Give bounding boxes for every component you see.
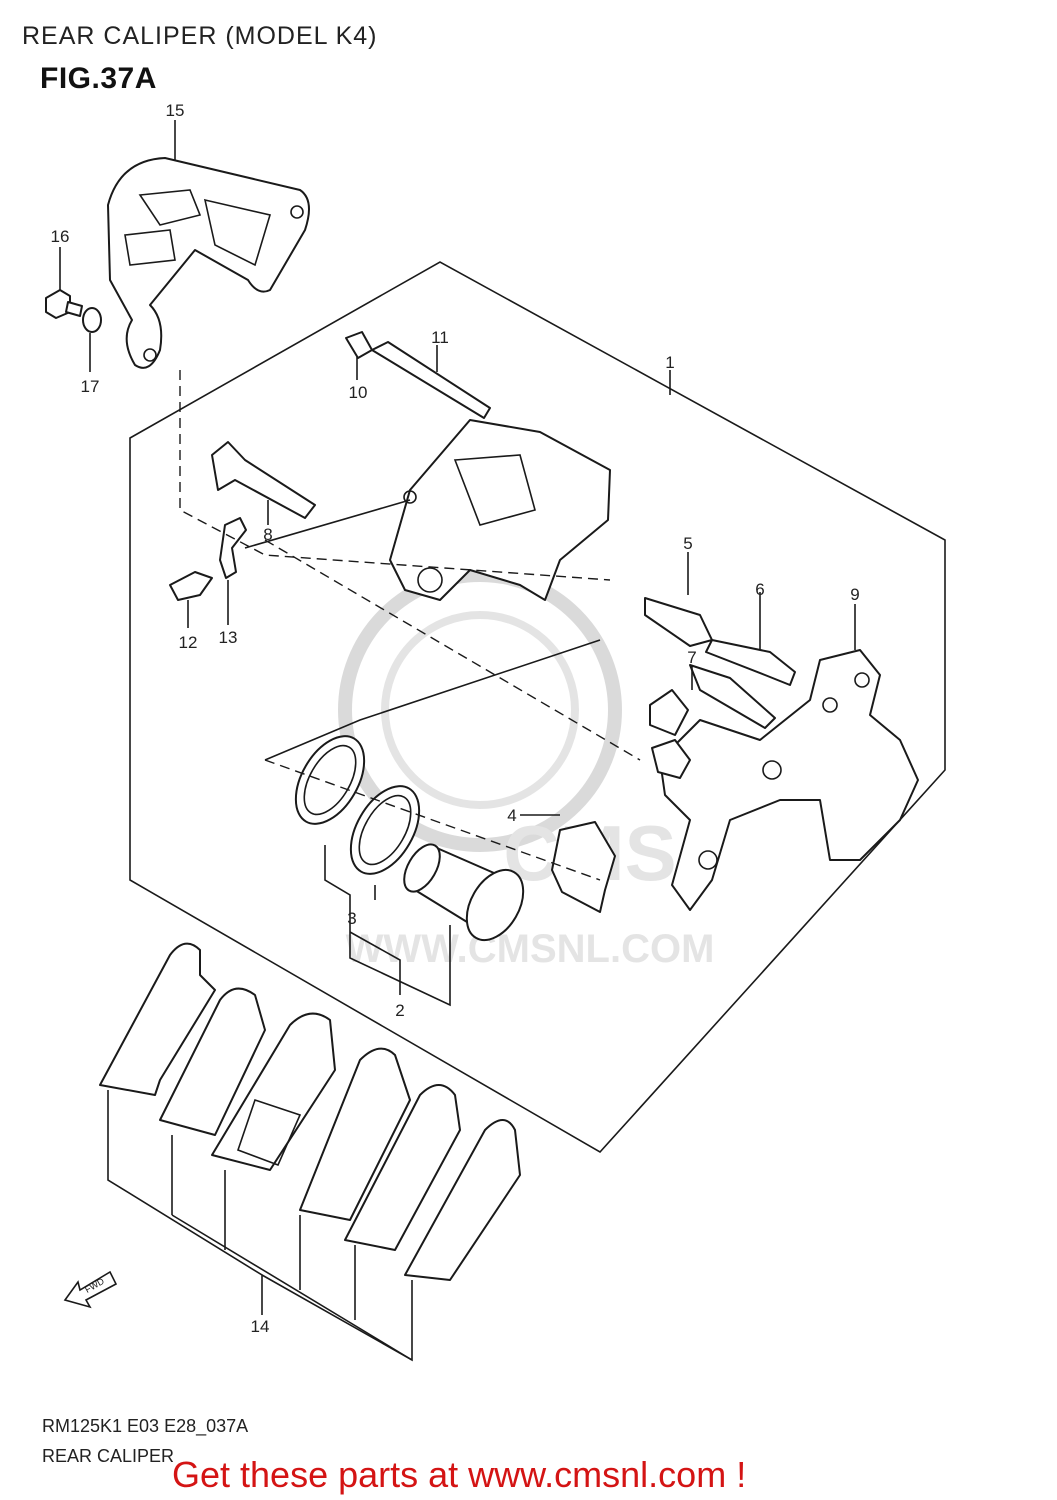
pad-spring-part [551,821,616,913]
seal-part [294,735,366,825]
figure-number: FIG.37A [40,62,157,95]
callout-10: 10 [349,383,368,402]
callout-8: 8 [263,525,272,544]
callout-6: 6 [755,580,764,599]
callout-13: 13 [219,628,238,647]
diagram-caption: REAR CALIPER [42,1446,175,1466]
forward-arrow-icon: FWD [63,1270,118,1309]
cap-part [345,331,373,359]
pin-part [371,341,491,419]
boot-3-part [651,739,691,779]
page-title: REAR CALIPER (MODEL K4) [22,22,378,50]
piston-part [403,843,525,942]
callout-2: 2 [395,1001,404,1020]
callout-7: 7 [687,648,696,667]
callout-3: 3 [347,909,356,928]
assembly-outline [129,261,946,1154]
brake-pads-part [99,942,521,1281]
piston-set-brackets [324,845,451,1007]
callout-17: 17 [81,377,100,396]
pad-set-brackets [107,1090,413,1362]
callout-9: 9 [850,585,859,604]
callout-5: 5 [683,534,692,553]
callout-1: 1 [665,353,674,372]
callout-12: 12 [179,633,198,652]
slide-pin-2-part [705,639,796,686]
boot-2-part [649,689,689,736]
bleeder-cap-part [219,517,247,579]
washer-part [82,307,102,333]
promo-link[interactable]: Get these parts at www.cmsnl.com ! [172,1454,747,1495]
boot-part [644,597,713,647]
bolt-part [45,289,83,319]
slide-pin-part [211,441,316,519]
pad-retainer-part [689,664,776,729]
watermark-url-text: WWW.CMSNL.COM [346,927,715,971]
callout-4: 4 [507,806,516,825]
seal-2-part [349,785,421,875]
callout-11: 11 [431,328,449,347]
callout-16: 16 [51,227,70,246]
bracket-guard-part [107,157,310,369]
leader-lines [59,120,856,816]
diagram-code: RM125K1 E03 E28_037A [42,1416,249,1436]
callout-labels: 15 16 17 11 10 1 8 13 12 5 6 9 7 4 3 2 1… [51,101,860,1336]
assembly-guide-lines [179,370,641,881]
callout-15: 15 [166,101,185,120]
bleeder-valve-part [169,571,213,601]
caliper-body-part [389,419,611,601]
caliper-bracket-part [659,649,919,911]
callout-14: 14 [251,1317,270,1336]
